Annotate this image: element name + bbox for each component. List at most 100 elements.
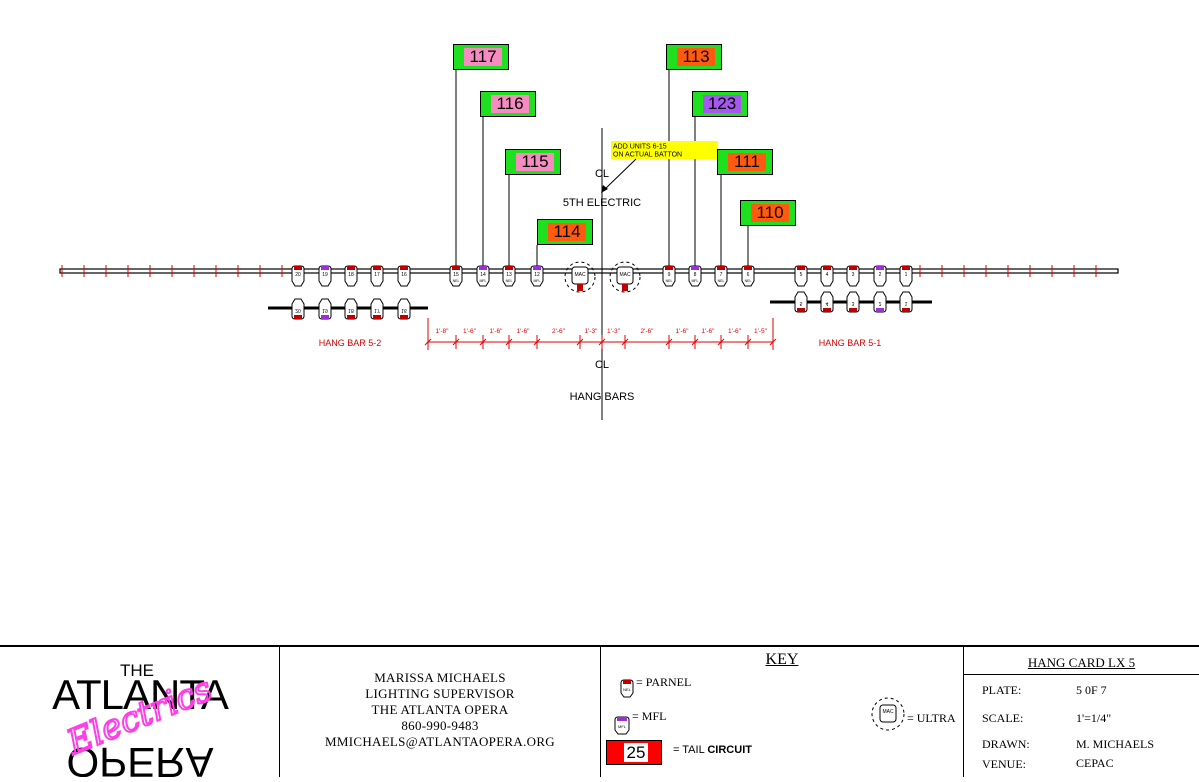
hang-bars-label: HANG BARS bbox=[570, 391, 635, 403]
scale-value: 1'=1/4" bbox=[1076, 711, 1112, 725]
circuit-tag-114: 114 bbox=[537, 219, 593, 245]
fixture-type-code: MFL bbox=[534, 279, 541, 283]
fixture-parnel-16: 16 bbox=[397, 265, 411, 287]
circuit-tag-110: 110 bbox=[740, 200, 796, 226]
hang-bar-fixture-3: 3 bbox=[846, 291, 860, 313]
fixture-mfl-2: 2 bbox=[873, 265, 887, 287]
circuit-number: 111 bbox=[728, 153, 766, 171]
dimension-value: 1'-6" bbox=[463, 328, 477, 335]
fixture-parnel-4: 4 bbox=[820, 265, 834, 287]
fixture-number: 8 bbox=[694, 272, 697, 278]
fixture-number: 16 bbox=[401, 307, 407, 313]
contact-cell: MARISSA MICHAELS LIGHTING SUPERVISOR THE… bbox=[280, 647, 601, 777]
contact-role: LIGHTING SUPERVISOR bbox=[365, 686, 515, 701]
fixture-number: 1 bbox=[905, 300, 908, 306]
dimension-value: 1'-6" bbox=[728, 328, 742, 335]
tail-circuit-swatch: 25 bbox=[606, 740, 662, 765]
dimension-value: 1'-8" bbox=[436, 328, 450, 335]
contact-email[interactable]: MMICHAELS@ATLANTAOPERA.ORG bbox=[325, 734, 555, 749]
fixture-number: 20 bbox=[295, 272, 301, 278]
electric-label: 5TH ELECTRIC bbox=[563, 197, 641, 209]
hang-bar-5-1-fixtures: 5 4 3 2 1 bbox=[794, 291, 913, 313]
fixture-parnel-20: 20 bbox=[291, 265, 305, 287]
key-cell: KEY NEL MFL MAC = PARNEL = MFL = ULTRA 2… bbox=[601, 647, 964, 777]
plate-value: 5 0F 7 bbox=[1076, 683, 1107, 697]
svg-text:THE: THE bbox=[120, 661, 154, 680]
circuit-number: 110 bbox=[751, 204, 789, 222]
fixture-number: 4 bbox=[826, 272, 829, 278]
fixture-label: MAC bbox=[574, 272, 586, 278]
fixture-number: 16 bbox=[401, 272, 407, 278]
contact-phone: 860-990-9483 bbox=[401, 718, 479, 733]
tail-circuit-label: = TAIL CIRCUIT bbox=[673, 744, 752, 756]
circuit-tag-113: 113 bbox=[666, 44, 722, 70]
fixture-ultra-MAC: MAC bbox=[564, 261, 596, 293]
note-line-1: ADD UNITS 6-15 bbox=[613, 144, 667, 151]
dimension-line: 1'-8"1'-6"1'-6"1'-6"2'-6"1'-3"1'-3"2'-6"… bbox=[424, 318, 777, 350]
batten-pipe bbox=[59, 265, 1119, 277]
hang-bar-fixture-5: 5 bbox=[794, 291, 808, 313]
fixture-type-code: NEL bbox=[666, 279, 673, 283]
fixture-number: 4 bbox=[826, 300, 829, 306]
circuit-number: 117 bbox=[464, 48, 502, 66]
fixture-number: 2 bbox=[879, 272, 882, 278]
fixture-number: 5 bbox=[800, 272, 803, 278]
dimension-value: 1'-6" bbox=[676, 328, 690, 335]
fixture-ultra-MAC: MAC bbox=[609, 261, 641, 293]
contact-name: MARISSA MICHAELS bbox=[374, 670, 506, 685]
dimension-value: 2'-6" bbox=[641, 328, 655, 335]
key-title: KEY bbox=[765, 651, 799, 668]
plate-label: PLATE: bbox=[982, 683, 1022, 697]
fixture-number: 2 bbox=[879, 300, 882, 306]
hang-card-drawing: ADD UNITS 6-15 ON ACTUAL BATTON CL 5TH E… bbox=[59, 70, 1119, 420]
hang-bar-fixture-17: 17 bbox=[370, 298, 384, 320]
fixture-parnel-18: 18 bbox=[344, 265, 358, 287]
svg-text:OPERA: OPERA bbox=[66, 739, 213, 777]
fixture-number: 14 bbox=[480, 272, 486, 278]
dimension-value: 1'-6" bbox=[490, 328, 504, 335]
scale-label: SCALE: bbox=[982, 711, 1024, 725]
fixture-number: 1 bbox=[905, 272, 908, 278]
hang-card-title: HANG CARD LX 5 bbox=[1027, 655, 1136, 670]
hang-bar-right-label: HANG BAR 5-1 bbox=[819, 338, 882, 348]
fixture-number: 17 bbox=[374, 307, 380, 313]
fixture-number: 17 bbox=[374, 272, 380, 278]
mfl-key-label: = MFL bbox=[632, 709, 667, 723]
circuit-tag-117: 117 bbox=[453, 44, 509, 70]
venue-value: CEPAC bbox=[1076, 756, 1114, 770]
fixture-label: MAC bbox=[619, 272, 631, 278]
hang-bar-fixture-1: 1 bbox=[899, 291, 913, 313]
fixture-number: 6 bbox=[747, 272, 750, 278]
parnel-key-label: = PARNEL bbox=[636, 675, 692, 689]
fixture-type-code: NEL bbox=[506, 279, 513, 283]
fixture-type-code: MFL bbox=[480, 279, 487, 283]
fixture-number: 7 bbox=[720, 272, 723, 278]
info-cell: HANG CARD LX 5 PLATE: 5 0F 7 SCALE: 1'=1… bbox=[964, 647, 1199, 777]
circuit-number: 113 bbox=[677, 48, 715, 66]
note-line-2: ON ACTUAL BATTON bbox=[613, 152, 682, 159]
hang-bar-fixture-16: 16 bbox=[397, 298, 411, 320]
fixture-number: 15 bbox=[453, 272, 459, 278]
hang-bar-fixture-20: 20 bbox=[291, 298, 305, 320]
hang-bar-fixture-19: 19 bbox=[318, 298, 332, 320]
hang-bar-left-label: HANG BAR 5-2 bbox=[319, 338, 382, 348]
circuit-tag-123: 123 bbox=[692, 91, 748, 117]
batten-note: ADD UNITS 6-15 ON ACTUAL BATTON bbox=[601, 141, 718, 193]
fixture-type-code: NEL bbox=[745, 279, 752, 283]
hang-bar-fixture-4: 4 bbox=[820, 291, 834, 313]
fixture-number: 3 bbox=[852, 272, 855, 278]
fixture-number: 18 bbox=[348, 272, 354, 278]
fixture-number: 3 bbox=[852, 300, 855, 306]
circuit-number: 115 bbox=[516, 153, 554, 171]
dimension-value: 1'-6" bbox=[702, 328, 716, 335]
ultra-key-icon: MAC bbox=[871, 697, 905, 731]
fixture-number: 9 bbox=[668, 272, 671, 278]
drawn-value: M. MICHAELS bbox=[1076, 737, 1155, 751]
